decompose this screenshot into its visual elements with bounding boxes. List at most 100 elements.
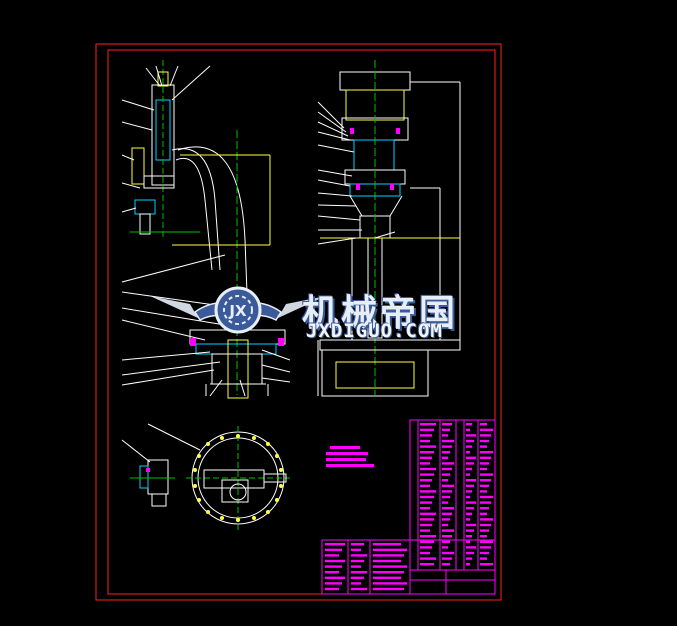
table-cell-mark — [442, 445, 452, 448]
table-cell-mark — [466, 540, 470, 543]
table-cell-mark — [480, 546, 491, 549]
table-cell-mark — [480, 445, 487, 448]
table-cell-mark — [420, 479, 432, 482]
table-cell-mark — [466, 535, 472, 538]
table-cell-mark — [420, 523, 432, 527]
table-cell-mark — [442, 535, 452, 538]
table-cell-mark — [442, 512, 452, 515]
table-cell-mark — [420, 484, 430, 487]
table-cell-mark — [420, 434, 432, 437]
table-cell-mark — [442, 434, 448, 437]
title-block — [321, 539, 496, 595]
title-cell-mark — [325, 565, 342, 568]
table-cell-mark — [442, 462, 454, 465]
table-cell-mark — [466, 501, 476, 504]
title-cell-mark — [351, 548, 361, 551]
table-cell-mark — [442, 563, 450, 566]
title-cell-mark — [325, 587, 339, 591]
table-cell-mark — [480, 479, 491, 482]
table-cell-mark — [466, 456, 476, 459]
table-cell-mark — [420, 540, 434, 543]
table-cell-mark — [442, 529, 454, 532]
table-cell-mark — [480, 439, 489, 443]
title-cell-mark — [325, 559, 345, 563]
title-cell-mark — [325, 543, 345, 546]
title-cell-mark — [351, 587, 367, 591]
title-cell-mark — [373, 543, 401, 546]
title-cell-mark — [373, 587, 404, 591]
table-cell-mark — [420, 451, 434, 454]
front-view — [121, 60, 291, 399]
table-cell-mark — [466, 563, 470, 566]
table-cell-mark — [480, 462, 489, 465]
table-cell-mark — [480, 473, 493, 476]
table-cell-mark — [420, 512, 436, 515]
title-cell-mark — [351, 576, 364, 579]
table-cell-mark — [442, 423, 452, 426]
table-cell-mark — [420, 557, 436, 560]
table-cell-mark — [466, 428, 470, 431]
table-cell-mark — [420, 467, 436, 471]
title-cell-mark — [373, 554, 404, 557]
table-cell-mark — [442, 479, 448, 482]
table-cell-mark — [480, 451, 493, 454]
table-cell-mark — [420, 428, 434, 431]
table-cell-mark — [442, 495, 450, 499]
table-cell-mark — [420, 507, 430, 510]
title-cell-mark — [351, 554, 367, 557]
watermark-subtitle: JXDIGUO.COM — [306, 320, 443, 342]
technical-notes — [326, 446, 374, 467]
table-cell-mark — [420, 423, 436, 426]
title-cell-mark — [351, 582, 361, 585]
table-cell-mark — [466, 423, 472, 426]
table-cell-mark — [480, 507, 489, 510]
table-cell-mark — [442, 484, 454, 487]
table-cell-mark — [466, 445, 472, 448]
title-cell-mark — [373, 582, 407, 585]
table-cell-mark — [480, 467, 487, 471]
table-cell-mark — [466, 529, 474, 532]
bolt-circle — [193, 434, 283, 522]
table-cell-mark — [442, 451, 450, 454]
table-cell-mark — [420, 456, 432, 459]
side-view — [317, 60, 461, 397]
table-cell-mark — [442, 490, 452, 493]
table-cell-mark — [466, 451, 470, 454]
table-cell-mark — [442, 501, 448, 504]
table-cell-mark — [420, 551, 430, 555]
table-cell-mark — [442, 439, 454, 443]
table-cell-mark — [420, 445, 436, 448]
table-cell-mark — [466, 495, 470, 499]
table-cell-mark — [466, 546, 476, 549]
title-cell-mark — [373, 548, 407, 551]
table-cell-mark — [466, 484, 474, 487]
table-cell-mark — [442, 523, 448, 527]
watermark-title: 机械帝国 — [302, 293, 459, 334]
plan-view — [121, 423, 290, 530]
table-cell-mark — [420, 518, 434, 521]
title-cell-mark — [351, 559, 364, 563]
table-cell-mark — [480, 523, 491, 527]
title-cell-mark — [351, 543, 364, 546]
table-cell-mark — [480, 456, 491, 459]
table-cell-mark — [420, 546, 432, 549]
title-cell-mark — [373, 571, 404, 574]
table-cell-mark — [466, 473, 470, 476]
table-cell-mark — [480, 518, 493, 521]
table-cell-mark — [442, 428, 450, 431]
table-cell-mark — [466, 518, 470, 521]
table-cell-mark — [480, 495, 493, 499]
table-cell-mark — [442, 546, 448, 549]
title-cell-mark — [325, 571, 339, 574]
table-cell-mark — [420, 563, 434, 566]
table-cell-mark — [480, 512, 487, 515]
table-cell-mark — [420, 439, 430, 443]
table-cell-mark — [466, 490, 472, 493]
table-cell-mark — [420, 462, 430, 465]
title-block-rows — [325, 543, 407, 591]
title-cell-mark — [325, 548, 342, 551]
title-cell-mark — [325, 582, 342, 585]
table-cell-mark — [442, 557, 452, 560]
table-cell-mark — [466, 557, 472, 560]
